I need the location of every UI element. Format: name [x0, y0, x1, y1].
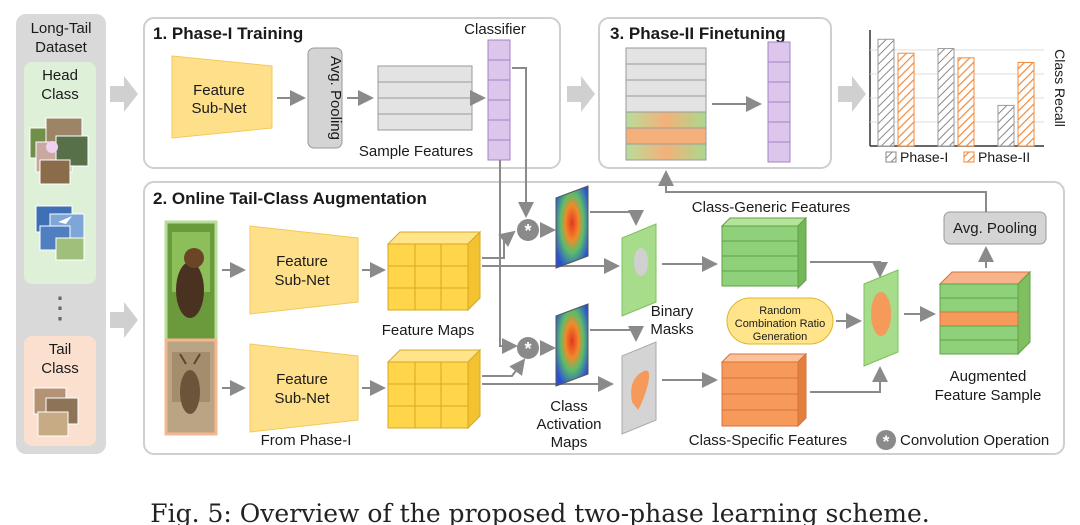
classifier-to-conv2-line — [499, 160, 518, 354]
specific-to-mixmask-line — [810, 366, 888, 393]
activation-map-1 — [555, 185, 589, 269]
augmented-feature-sample — [938, 270, 1032, 356]
class-generic-label: Class-Generic Features — [692, 199, 850, 216]
recall-bar-phase2 — [1017, 61, 1035, 147]
phase2-classifier — [767, 41, 791, 163]
conv-op-1 — [517, 219, 539, 241]
phase1-panel: 1. Phase-I Training Feature Sub-Net Avg.… — [143, 17, 561, 169]
conv-op-2 — [517, 337, 539, 359]
phase2-title: 3. Phase-II Finetuning — [610, 24, 786, 43]
input-image-head — [164, 220, 218, 342]
aug-feature-subnet-1 — [249, 225, 359, 315]
phase1-feature-subnet-label-2: Sub-Net — [191, 100, 247, 117]
fmap2-to-conv2-line — [482, 358, 526, 377]
phase1-classifier — [487, 39, 511, 161]
aug-avg-pooling-box — [943, 211, 1047, 245]
input-image-tail — [164, 338, 218, 436]
class-specific-features — [720, 352, 808, 428]
augmentation-title: 2. Online Tail-Class Augmentation — [153, 189, 427, 208]
augmented-label-2: Feature Sample — [935, 387, 1042, 404]
conv-op-1-symbol: * — [524, 221, 531, 241]
arrow-to-recall-chart — [838, 76, 866, 112]
recall-bar-phase2 — [957, 57, 975, 147]
ellipsis: ⋮ — [45, 292, 75, 325]
pooling-to-phase2-line — [658, 170, 987, 212]
feature-map-cube-2 — [386, 348, 482, 430]
generic-to-mixmask-line — [810, 261, 888, 278]
class-generic-features — [720, 216, 808, 290]
from-phase1-label: From Phase-I — [261, 432, 352, 449]
aug-avg-pooling-label: Avg. Pooling — [953, 220, 1037, 237]
phase1-feature-subnet — [171, 55, 273, 139]
legend-label-phase1: Phase-I — [900, 149, 948, 165]
classifier-label: Classifier — [464, 21, 526, 38]
legend-label-phase2: Phase-II — [978, 149, 1030, 165]
dataset-title-line2: Dataset — [35, 39, 88, 56]
aug-feature-subnet-2-label-2: Sub-Net — [274, 390, 330, 407]
binary-mask-1 — [621, 223, 657, 317]
dataset-title-line1: Long-Tail — [31, 20, 92, 37]
feature-maps-label: Feature Maps — [382, 322, 475, 339]
arrow-to-augmentation — [110, 302, 138, 338]
head-class-label-2: Class — [41, 86, 79, 103]
phase1-sample-features — [377, 65, 473, 131]
cam2-to-mask-line — [590, 326, 644, 342]
random-ratio-label-2: Combination Ratio — [735, 318, 826, 330]
binary-masks-label-1: Binary — [651, 303, 694, 320]
fmap1-to-conv1-line — [482, 230, 516, 259]
activation-map-2 — [555, 303, 589, 387]
figure-caption: Fig. 5: Overview of the proposed two-pha… — [150, 499, 929, 525]
conv-legend-icon — [876, 430, 896, 450]
phase2-feature-stack — [625, 47, 707, 161]
recall-bar-phase2 — [897, 52, 915, 147]
legend-swatch-phase1 — [885, 151, 897, 163]
dataset-panel: Long-Tail Dataset Head Class ⋮ Tail Clas… — [16, 14, 106, 454]
recall-bar-phase1 — [877, 38, 895, 147]
phase1-avg-pooling-label: Avg. Pooling — [327, 56, 344, 140]
classifier-to-conv1-line — [512, 67, 534, 218]
cam1-to-mask-line — [590, 210, 644, 226]
aug-feature-subnet-2-label-1: Feature — [276, 371, 328, 388]
recall-bar-phase1 — [937, 48, 955, 147]
conv-legend-label: Convolution Operation — [900, 432, 1049, 449]
recall-chart: Class Recall Phase-I Phase-II — [869, 30, 1068, 165]
binary-mask-2 — [621, 341, 657, 435]
legend-swatch-phase2 — [963, 151, 975, 163]
phase1-sample-features-label: Sample Features — [359, 143, 473, 160]
recall-chart-ylabel: Class Recall — [1052, 49, 1068, 127]
random-ratio-box — [726, 297, 834, 345]
binary-masks-label-2: Masks — [650, 321, 693, 338]
class-specific-label: Class-Specific Features — [689, 432, 847, 449]
tail-class-label-1: Tail — [49, 341, 72, 358]
augmented-label-1: Augmented — [950, 368, 1027, 385]
head-class-images — [29, 117, 89, 261]
cam-label-2: Activation — [536, 416, 601, 433]
random-ratio-label-1: Random — [759, 305, 801, 317]
phase1-avg-pooling-box — [307, 47, 343, 149]
augmentation-panel: 2. Online Tail-Class Augmentation Featur… — [143, 67, 1065, 455]
aug-feature-subnet-1-label-2: Sub-Net — [274, 272, 330, 289]
mixing-mask — [863, 269, 899, 367]
phase1-feature-subnet-label-1: Feature — [193, 82, 245, 99]
arrow-to-phase2 — [567, 76, 595, 112]
recall-bar-phase1 — [997, 104, 1015, 147]
aug-feature-subnet-1-label-1: Feature — [276, 253, 328, 270]
conv-op-2-symbol: * — [524, 339, 531, 359]
arrow-to-phase1 — [110, 76, 138, 112]
feature-map-cube-1 — [386, 230, 482, 312]
cam-label-3: Maps — [551, 434, 588, 451]
cam-label-1: Class — [550, 398, 588, 415]
aug-feature-subnet-2 — [249, 343, 359, 433]
phase2-panel: 3. Phase-II Finetuning — [598, 17, 832, 169]
phase1-title: 1. Phase-I Training — [153, 24, 303, 43]
conv-legend-symbol: * — [883, 432, 890, 451]
random-ratio-label-3: Generation — [753, 331, 807, 343]
tail-class-label-2: Class — [41, 360, 79, 377]
head-class-label-1: Head — [42, 67, 78, 84]
tail-class-images — [33, 387, 79, 437]
